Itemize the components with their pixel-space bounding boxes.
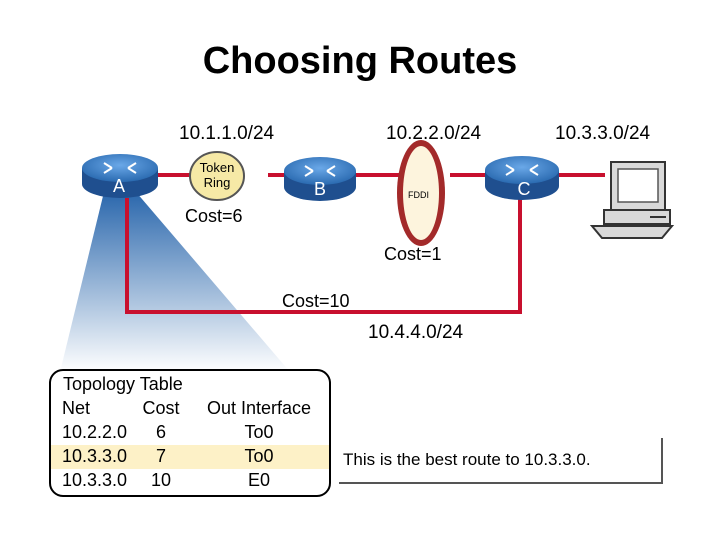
cell-cost: 10 — [150, 470, 172, 490]
topology-table-title: Topology Table — [63, 374, 183, 394]
router-c-label: C — [518, 179, 531, 199]
cell-cost: 6 — [155, 422, 166, 442]
cell-out-interface: E0 — [247, 470, 271, 490]
cell-net: 10.3.3.0 — [62, 470, 128, 490]
router-a-label: A — [113, 176, 125, 196]
cell-net: 10.3.3.0 — [62, 446, 128, 466]
router-b-label: B — [314, 179, 326, 199]
slide-title: Choosing Routes — [202, 40, 518, 82]
network-label-net4: 10.4.4.0/24 — [368, 322, 464, 343]
router-a-beam — [60, 192, 290, 372]
table-row-best-route: 10.3.3.0 7 To0 — [51, 445, 329, 469]
router-b: B — [284, 157, 356, 201]
cost-label-fddi: Cost=1 — [384, 244, 442, 264]
router-a: A — [82, 154, 158, 198]
pc-icon — [589, 161, 675, 239]
link-ethernet — [125, 197, 522, 314]
token-ring: Token Ring — [189, 151, 245, 201]
header-out-interface: Out Interface — [206, 398, 312, 418]
best-route-note: This is the best route to 10.3.3.0. — [343, 450, 591, 469]
cell-net: 10.2.2.0 — [62, 422, 128, 442]
header-net: Net — [62, 398, 91, 418]
network-label-net1: 10.1.1.0/24 — [179, 123, 275, 144]
fddi-ring: FDDI — [397, 140, 445, 246]
cell-out-interface: To0 — [244, 446, 274, 466]
network-label-net3: 10.3.3.0/24 — [555, 123, 651, 144]
cost-label-token-ring: Cost=6 — [185, 206, 243, 226]
cell-out-interface: To0 — [244, 422, 274, 442]
header-cost: Cost — [142, 398, 180, 418]
table-row: 10.2.2.0 6 To0 — [51, 421, 329, 445]
best-route-callout: This is the best route to 10.3.3.0. — [339, 438, 663, 484]
cell-cost: 7 — [155, 446, 166, 466]
topology-table: Topology Table Net Cost Out Interface 10… — [49, 369, 331, 497]
router-c: C — [485, 156, 559, 200]
topology-table-header: Net Cost Out Interface — [51, 397, 329, 421]
cost-label-ethernet: Cost=10 — [282, 291, 350, 311]
network-label-net2: 10.2.2.0/24 — [386, 123, 482, 144]
token-ring-label-2: Ring — [204, 175, 231, 190]
token-ring-label-1: Token — [200, 160, 235, 175]
fddi-label: FDDI — [408, 190, 429, 200]
table-row: 10.3.3.0 10 E0 — [51, 469, 329, 493]
